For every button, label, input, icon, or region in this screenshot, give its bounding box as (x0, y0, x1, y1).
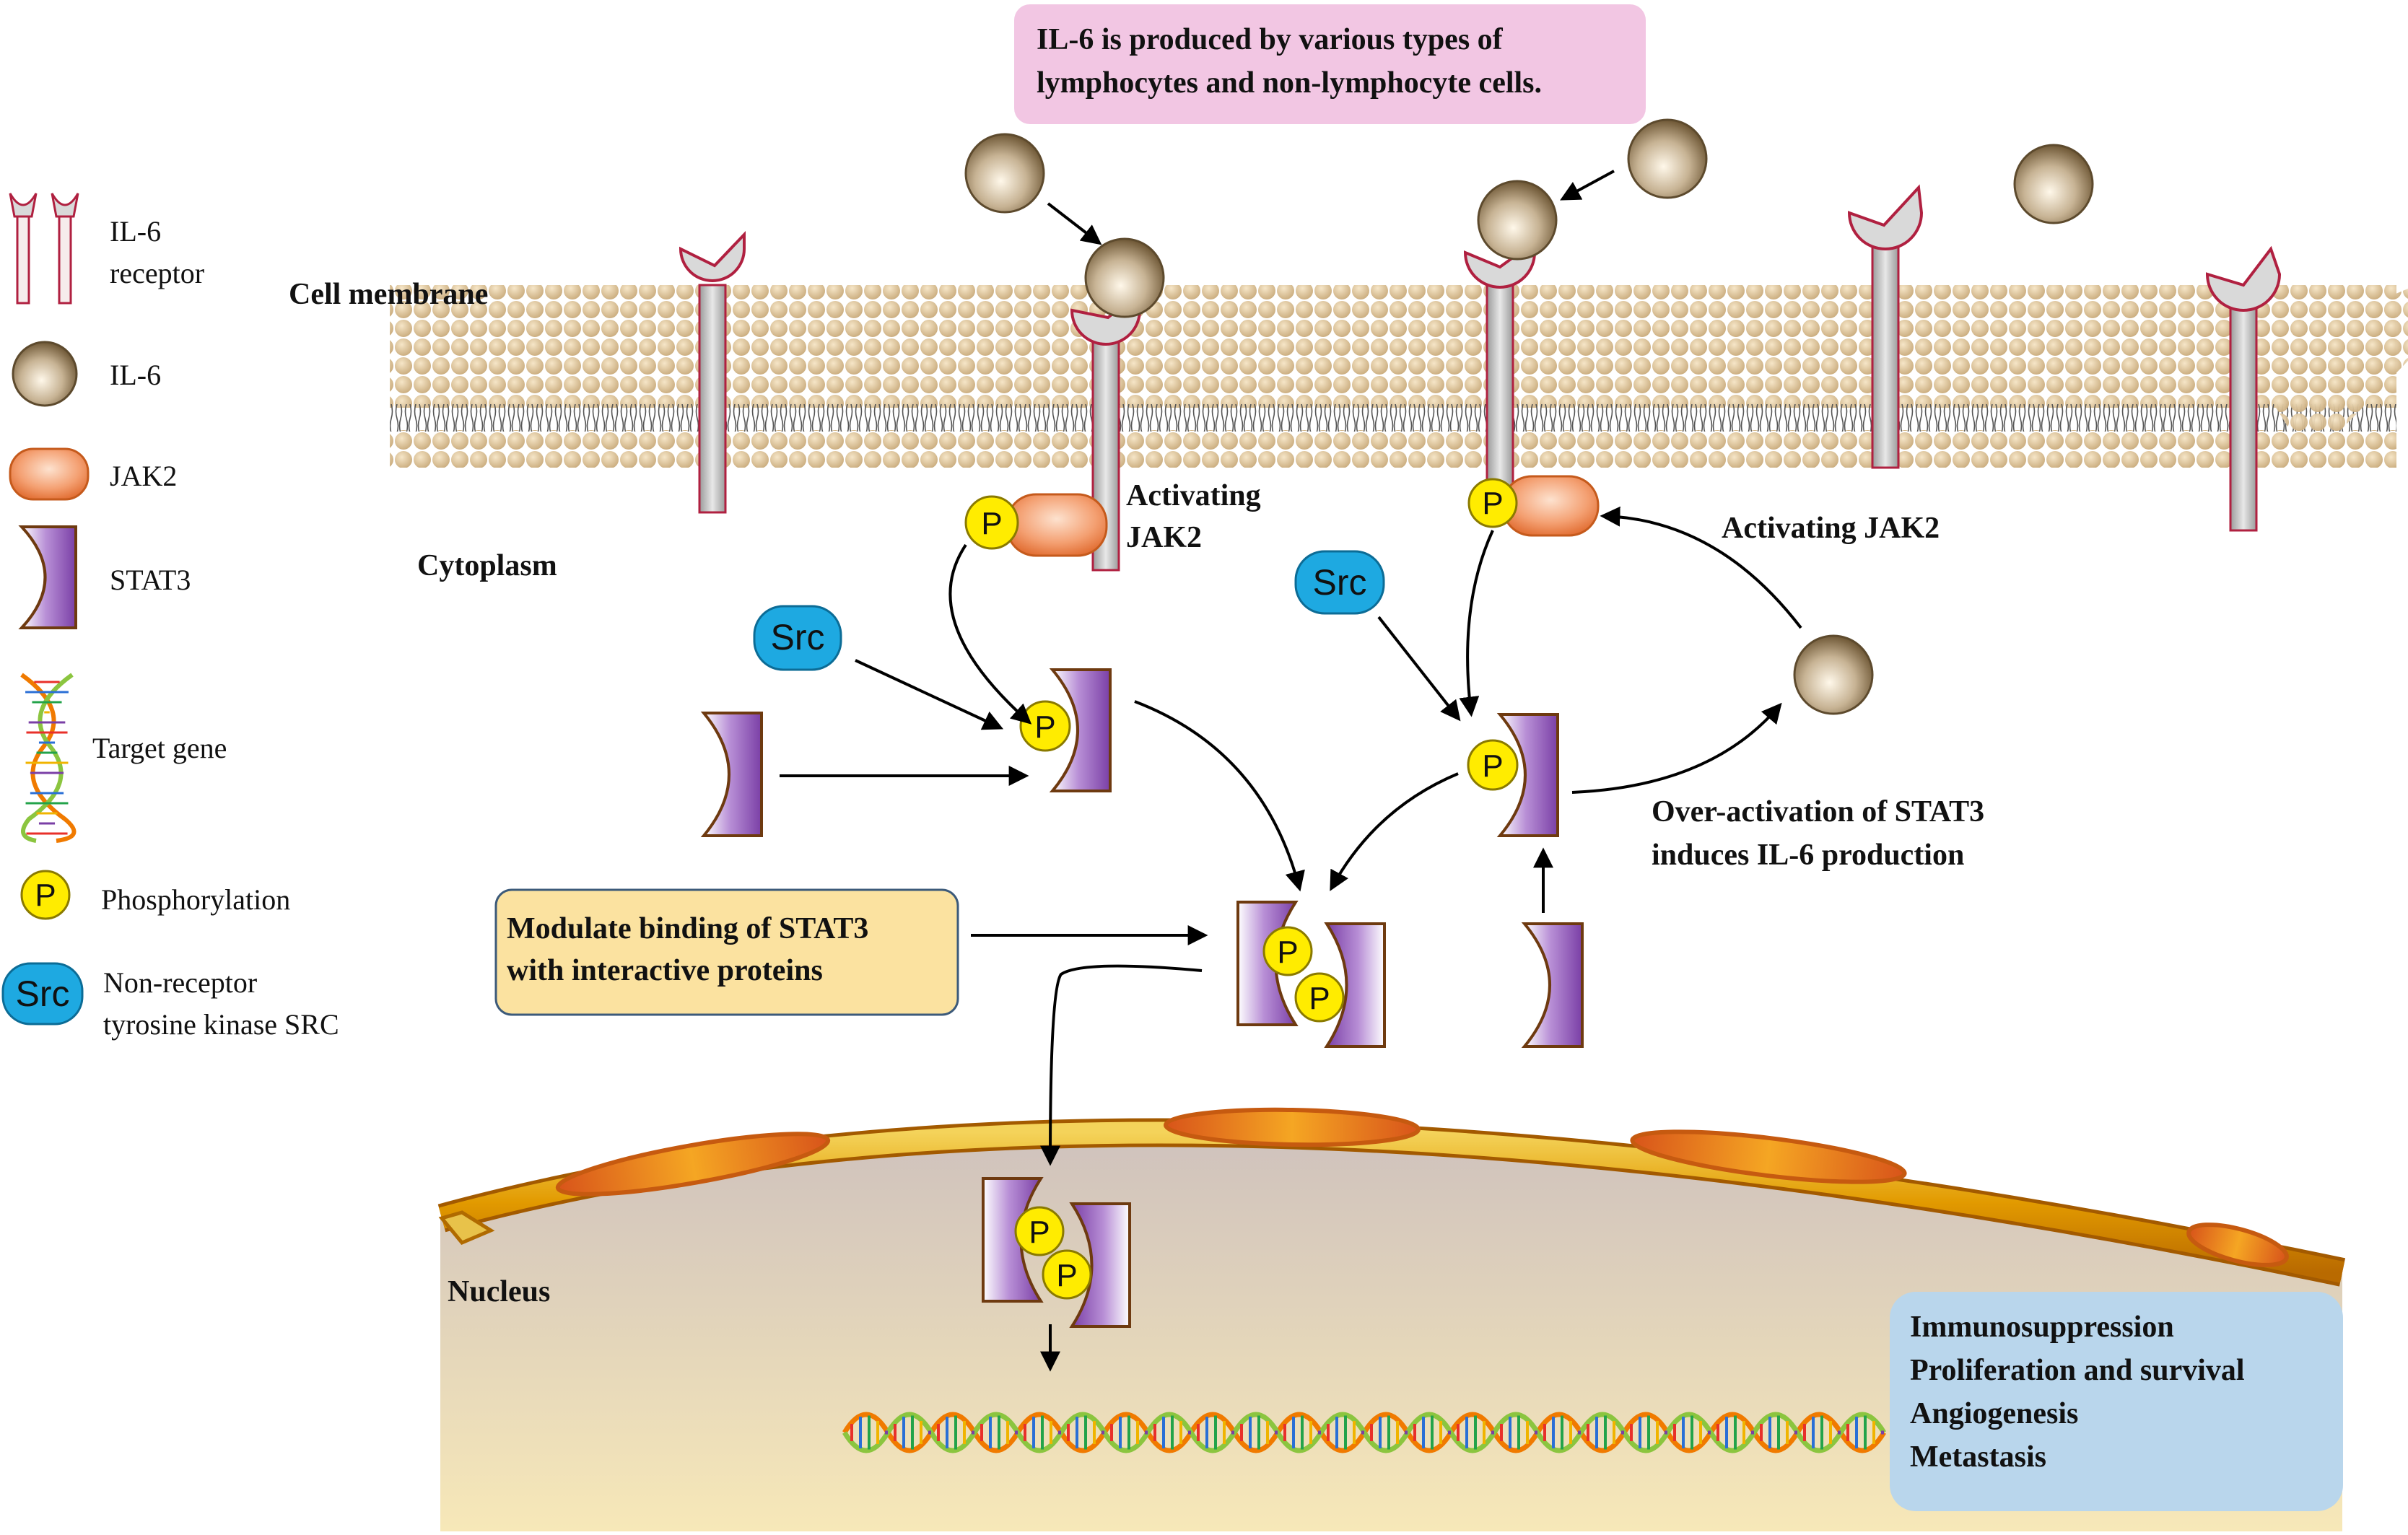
il6-receptor-3 (1463, 239, 1536, 521)
dna-target-gene (842, 1412, 1887, 1453)
phospho-badge (964, 495, 1019, 550)
il6-molecule (1627, 118, 1708, 199)
legend-label: Non-receptor (103, 966, 257, 999)
cell-membrane-label: Cell membrane (289, 278, 488, 311)
pathway-arrows (780, 170, 1802, 1372)
outcome-item: Proliferation and survival (1910, 1354, 2245, 1387)
legend-label: IL-6 (110, 359, 161, 391)
cell-membrane (390, 285, 2408, 468)
legend-label: IL-6 (110, 215, 161, 248)
nuclear-pores (555, 1107, 2289, 1267)
outcome-item: Angiogenesis (1910, 1397, 2078, 1430)
phospho-badge (1262, 926, 1313, 976)
outcome-box: Immunosuppression Proliferation and surv… (1890, 1292, 2343, 1511)
svg-text:Src: Src (16, 974, 70, 1014)
svg-text:Src: Src (1313, 562, 1367, 603)
il6-molecule (1084, 237, 1165, 318)
svg-text:P: P (1309, 981, 1330, 1016)
phospho-badge (1042, 1249, 1092, 1300)
svg-text:P: P (1482, 486, 1503, 521)
legend-jak2: JAK2 (9, 447, 177, 501)
outcome-item: Metastasis (1910, 1440, 2046, 1474)
activating-jak2-left-line-1: Activating (1126, 479, 1261, 512)
legend-label: receptor (110, 257, 204, 289)
src-badge-left: Src (753, 605, 842, 671)
jak2-right: P (1467, 475, 1600, 537)
phospho-badge (1014, 1206, 1065, 1256)
nucleus-label: Nucleus (448, 1275, 550, 1308)
legend-stat3: STAT3 (18, 525, 191, 629)
svg-text:P: P (1277, 935, 1298, 970)
svg-text:P: P (1482, 748, 1503, 784)
stat3-dimer-nucleus: P P (982, 1177, 1131, 1328)
outcome-item: Immunosuppression (1910, 1311, 2174, 1344)
il6-molecule (1477, 180, 1558, 261)
phospho-badge (1467, 739, 1519, 791)
legend-label: JAK2 (110, 460, 177, 492)
stat3-dimer-cytoplasm: P P (1236, 901, 1386, 1048)
svg-text:P: P (1056, 1258, 1077, 1293)
over-activation-line-2: induces IL-6 production (1652, 839, 1964, 872)
nucleus-region (437, 1107, 2346, 1531)
jak2-left: P (964, 493, 1108, 557)
stat3-monomer-unphosphorylated-left (700, 712, 763, 837)
il6-receptor-5 (2205, 245, 2282, 532)
legend-src: Src Non-receptor tyrosine kinase SRC (1, 962, 339, 1041)
header-line-1: IL-6 is produced by various types of (1037, 23, 1504, 56)
legend-label: STAT3 (110, 564, 191, 596)
svg-text:P: P (981, 506, 1002, 541)
legend-il6: IL-6 (12, 341, 161, 407)
modulate-line-1: Modulate binding of STAT3 (507, 912, 868, 945)
legend-label: Phosphorylation (101, 883, 290, 916)
modulate-line-2: with interactive proteins (507, 954, 823, 987)
il6-molecules (964, 118, 2094, 715)
region-labels: Cell membrane Cytoplasm Nucleus Activati… (289, 278, 1984, 1308)
stat3-monomer-phosphorylated-left: P (1019, 668, 1112, 792)
svg-text:Src: Src (771, 617, 825, 657)
modulate-box: Modulate binding of STAT3 with interacti… (494, 888, 959, 1016)
legend-target-gene: Target gene (20, 673, 227, 843)
phospho-badge (1019, 700, 1071, 752)
header-line-2: lymphocytes and non-lymphocyte cells. (1037, 66, 1542, 100)
stat3-monomer-phosphorylated-right: P (1467, 713, 1559, 837)
activating-jak2-right-label: Activating JAK2 (1722, 512, 1940, 545)
svg-text:P: P (1034, 709, 1055, 745)
header-box: IL-6 is produced by various types of lym… (1014, 4, 1646, 124)
svg-text:P: P (1029, 1215, 1050, 1250)
legend-label: Target gene (92, 732, 227, 764)
phospho-badge (1467, 478, 1518, 528)
cytoplasm-label: Cytoplasm (417, 549, 557, 582)
activating-jak2-left-line-2: JAK2 (1126, 521, 1202, 554)
legend-label: tyrosine kinase SRC (103, 1008, 339, 1041)
over-activation-line-1: Over-activation of STAT3 (1652, 795, 1984, 828)
stat3-monomer-unphosphorylated-right (1521, 922, 1584, 1048)
svg-text:P: P (35, 878, 56, 913)
legend-phosphorylation: P Phosphorylation (20, 870, 290, 920)
il6-receptor-1 (679, 231, 746, 514)
src-badge-right: Src (1294, 550, 1385, 615)
phospho-badge (1294, 972, 1345, 1023)
il6-receptor-4 (1847, 184, 1924, 469)
legend: IL-6 receptor IL-6 JAK2 STAT3 Target gen… (1, 193, 339, 1041)
legend-il6-receptor: IL-6 receptor (9, 193, 204, 305)
il6-molecule (964, 133, 1045, 214)
il6-molecule (1793, 634, 1874, 715)
il6-molecule (2013, 144, 2094, 224)
